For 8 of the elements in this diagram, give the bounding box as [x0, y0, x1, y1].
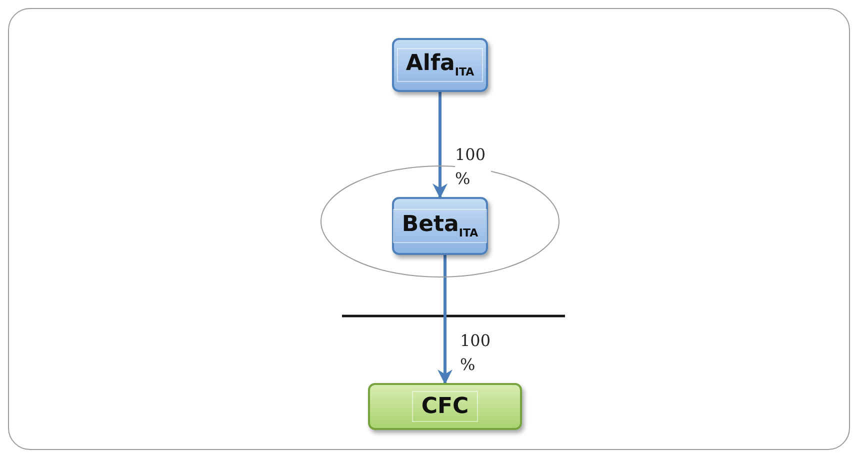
arrow: [438, 255, 452, 384]
entity-box: [392, 197, 488, 255]
entity-name: Alfa$_{ITA}$: [396, 48, 484, 82]
entity-box: [392, 38, 488, 92]
arrow: [432, 92, 448, 198]
entity-name: Beta$_{ITA}$: [392, 209, 488, 243]
entity-name: CFC: [412, 391, 478, 422]
entity-box: [368, 383, 522, 430]
